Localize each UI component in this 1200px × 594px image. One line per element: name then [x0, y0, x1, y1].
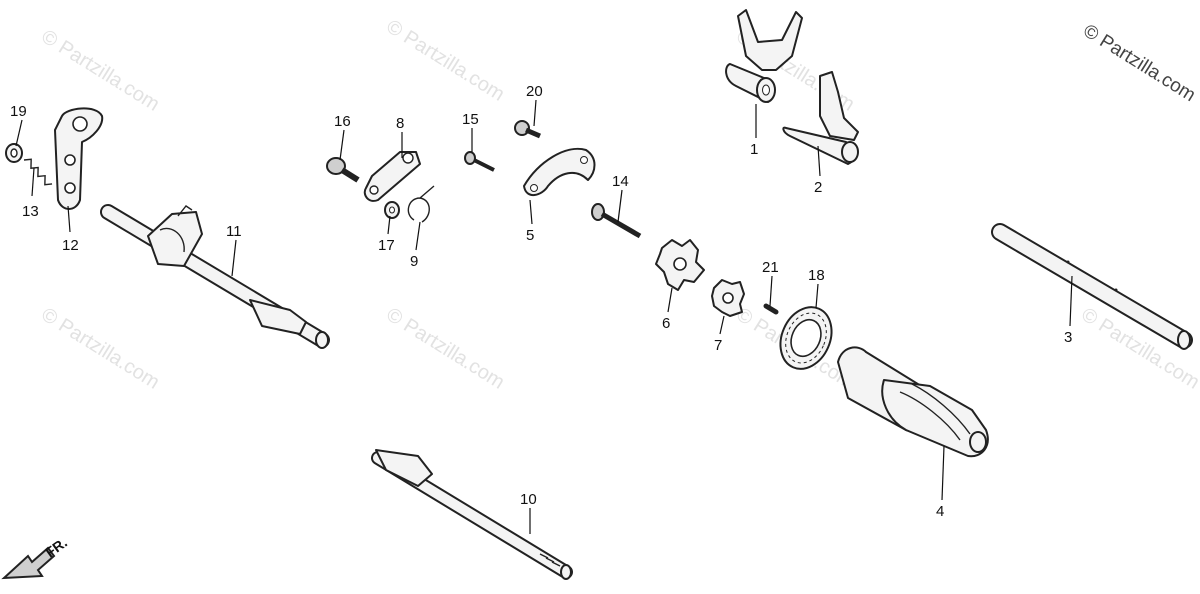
watermark-text: © Partzilla.com [382, 304, 508, 394]
callout-18: 18 [808, 267, 825, 284]
callout-2: 2 [814, 179, 822, 196]
watermark-layer: © Partzilla.com © Partzilla.com © Partzi… [37, 16, 1200, 394]
callout-16: 16 [334, 113, 351, 130]
part-11-shift-arm-shaft [100, 204, 330, 349]
callout-13: 13 [22, 203, 39, 220]
part-1-shift-fork [725, 9, 803, 103]
part-21-pin [763, 303, 779, 315]
callout-5: 5 [526, 227, 534, 244]
callout-21: 21 [762, 259, 779, 276]
part-15-bolt [464, 151, 495, 172]
callout-11: 11 [226, 223, 242, 240]
part-10-gearshift-spindle [371, 449, 573, 580]
callout-numbers: 19 13 12 11 16 8 17 9 15 20 5 14 1 2 3 6… [10, 83, 1072, 520]
part-7-cam-star [711, 279, 745, 317]
part-5-guide-plate [523, 147, 596, 196]
leader-lines [15, 99, 1073, 534]
part-14-long-bolt [591, 203, 642, 239]
callout-7: 7 [714, 337, 722, 354]
watermark-text: © Partzilla.com [382, 16, 508, 106]
callout-15: 15 [462, 111, 479, 128]
callout-9: 9 [410, 253, 418, 270]
callout-20: 20 [526, 83, 543, 100]
callout-3: 3 [1064, 329, 1072, 346]
callout-1: 1 [750, 141, 758, 158]
part-8-stopper-arm [363, 151, 421, 202]
callout-8: 8 [396, 115, 404, 132]
part-17-washer [384, 201, 400, 219]
watermark-text: © Partzilla.com [37, 304, 163, 394]
callout-14: 14 [612, 173, 629, 190]
part-9-return-spring [407, 185, 435, 223]
part-19-clip [5, 143, 23, 163]
callout-4: 4 [936, 503, 944, 520]
fr-direction-marker: FR. [1, 534, 70, 580]
part-6-cam-plate [655, 239, 705, 291]
part-16-bolt [326, 157, 360, 183]
fr-arrow-icon [1, 546, 56, 580]
part-2-shift-fork [782, 71, 859, 165]
part-20-bolt [514, 120, 541, 139]
part-13-spring [23, 158, 53, 186]
callout-12: 12 [62, 237, 79, 254]
callout-10: 10 [520, 491, 537, 508]
part-4-shift-drum [837, 346, 989, 458]
callout-6: 6 [662, 315, 670, 332]
part-18-bearing [779, 306, 833, 370]
watermark-text: © Partzilla.com [37, 26, 163, 116]
watermark-corner-text: © Partzilla.com [1079, 20, 1199, 106]
callout-19: 19 [10, 103, 27, 120]
part-3-fork-shaft [991, 223, 1193, 350]
part-12-plate [54, 107, 104, 210]
callout-17: 17 [378, 237, 395, 254]
